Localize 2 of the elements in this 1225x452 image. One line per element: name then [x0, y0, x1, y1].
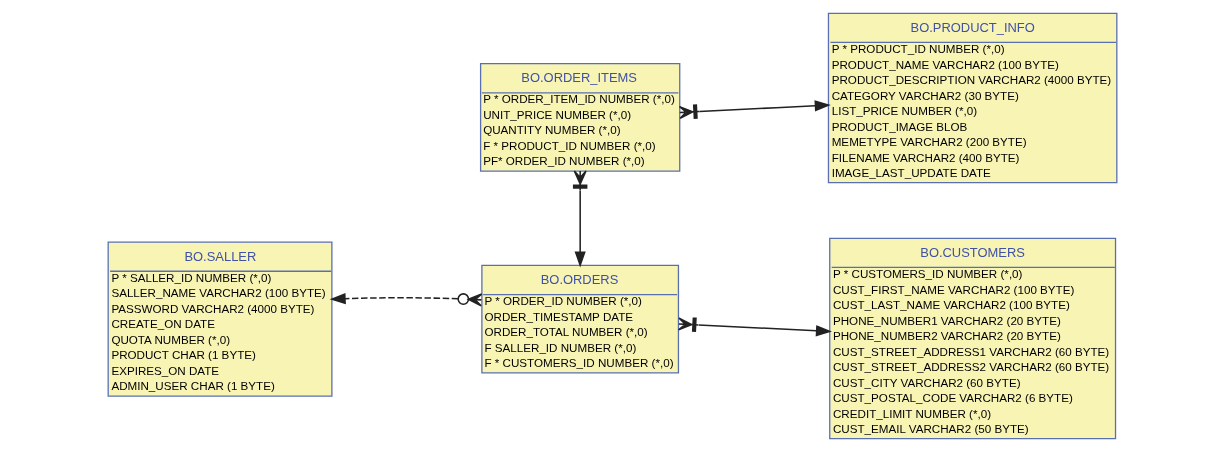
arrow: [677, 317, 832, 337]
arrow: [329, 293, 483, 307]
